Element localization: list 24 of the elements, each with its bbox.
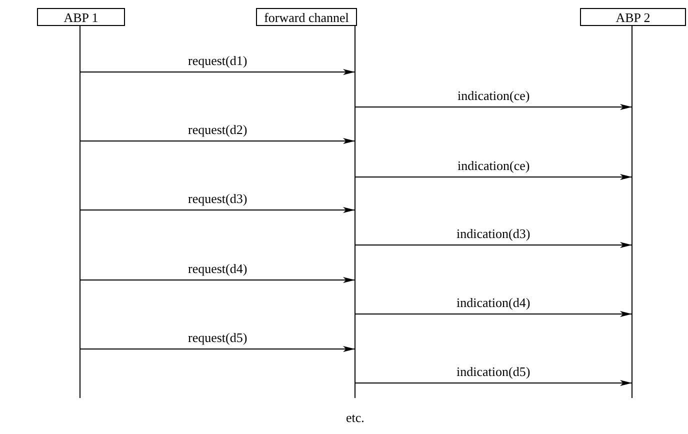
message-arrow bbox=[354, 380, 632, 386]
message-label: request(d3) bbox=[188, 191, 248, 207]
message-label: indication(ce) bbox=[458, 158, 530, 174]
message-arrow bbox=[354, 311, 632, 317]
message-label: request(d1) bbox=[188, 53, 248, 69]
message-label: request(d2) bbox=[188, 122, 248, 138]
message-arrow bbox=[80, 207, 356, 213]
participant-box: ABP 1 bbox=[37, 8, 125, 26]
message-label: request(d5) bbox=[188, 330, 248, 346]
message-arrow bbox=[354, 104, 632, 110]
message-label: request(d4) bbox=[188, 261, 248, 277]
message-arrow bbox=[354, 242, 632, 248]
message-arrow bbox=[80, 69, 356, 75]
message-label: indication(ce) bbox=[458, 88, 530, 104]
message-arrow bbox=[80, 138, 356, 144]
message-label: indication(d4) bbox=[456, 295, 530, 311]
message-label: indication(d3) bbox=[456, 226, 530, 242]
participant-box: ABP 2 bbox=[580, 8, 686, 26]
participant-box: forward channel bbox=[256, 8, 357, 26]
message-label: indication(d5) bbox=[456, 364, 530, 380]
message-arrow bbox=[354, 174, 632, 180]
note-text: etc. bbox=[346, 410, 364, 426]
message-arrow bbox=[80, 277, 356, 283]
message-arrow bbox=[80, 346, 356, 352]
